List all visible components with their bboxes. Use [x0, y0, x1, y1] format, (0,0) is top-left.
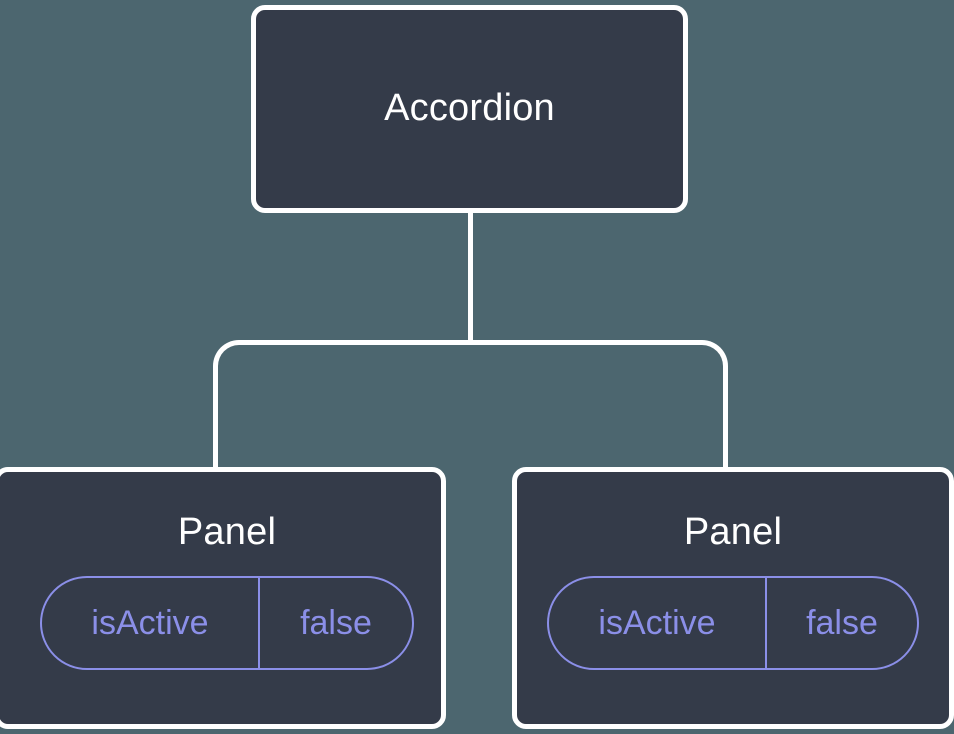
- node-accordion-label: Accordion: [384, 87, 555, 130]
- node-panel-left[interactable]: Panel isActive false: [0, 467, 446, 729]
- prop-value-right: false: [806, 603, 878, 642]
- node-panel-right[interactable]: Panel isActive false: [512, 467, 954, 729]
- prop-value-left: false: [300, 603, 372, 642]
- prop-key-right: isActive: [549, 577, 767, 668]
- edge-branch-bracket: [213, 340, 728, 470]
- prop-pill-right[interactable]: isActive false: [547, 575, 919, 670]
- node-accordion[interactable]: Accordion: [251, 5, 688, 213]
- prop-pill-left[interactable]: isActive false: [40, 575, 414, 670]
- node-panel-right-label: Panel: [683, 511, 783, 553]
- prop-key-left: isActive: [42, 577, 260, 668]
- edge-accordion-to-branch: [468, 210, 473, 344]
- node-panel-left-label: Panel: [177, 511, 277, 553]
